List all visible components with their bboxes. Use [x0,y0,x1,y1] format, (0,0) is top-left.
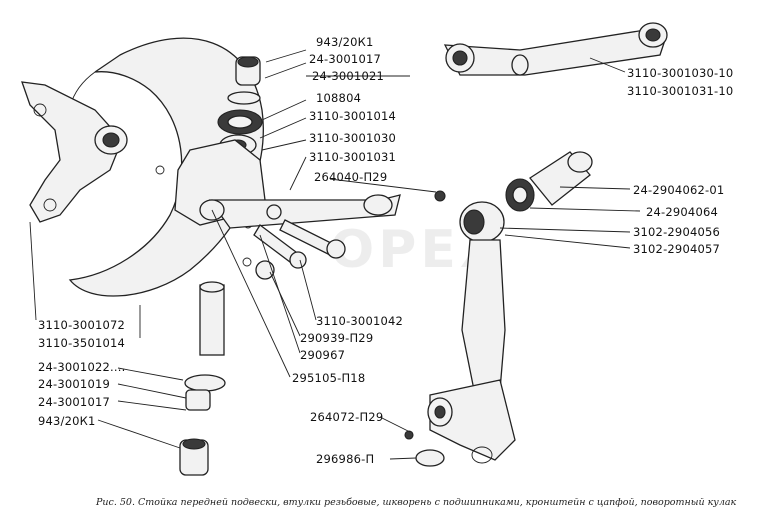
label-24-3001017-bottom: 24-3001017 [38,395,110,409]
label-943-20k1-top: 943/20К1 [316,35,374,49]
label-108804: 108804 [316,91,362,105]
threaded-bush [505,151,593,212]
label-3110-3001030-10: 3110-3001030-10 [627,66,734,80]
suspension-pillar [427,201,516,464]
king-pin [179,281,226,476]
grease-fitting-top [434,190,446,202]
label-290967: 290967 [300,348,346,362]
label-3102-2904056: 3102-2904056 [633,225,721,239]
label-3102-2904057: 3102-2904057 [633,242,721,256]
label-24-3001017-top: 24-3001017 [309,52,381,66]
plug-disc [415,449,445,467]
label-24-3001022: 24-3001022.... [38,360,126,374]
label-290939-p29: 290939-П29 [300,331,374,345]
steering-knuckle [21,81,128,223]
figure-caption: Рис. 50. Стойка передней подвески, втулк… [96,497,737,508]
label-295105-p18: 295105-П18 [292,371,366,385]
label-24-2904062-01: 24-2904062-01 [633,183,725,197]
label-24-2904064: 24-2904064 [646,205,718,219]
label-3110-3501014: 3110-3501014 [38,336,126,350]
label-296986-p: 296986-П [316,452,375,466]
label-3110-3001031: 3110-3001031 [309,150,397,164]
label-3110-3001030: 3110-3001030 [309,131,397,145]
bolts [253,204,346,280]
grease-fitting-bottom [404,430,414,440]
label-264040-p29: 264040-П29 [314,170,388,184]
label-24-3001019: 24-3001019 [38,377,110,391]
leader-lines [29,49,641,460]
label-3110-3001014: 3110-3001014 [309,109,397,123]
label-3110-3001042: 3110-3001042 [316,314,404,328]
label-24-3001021: 24-3001021 [312,69,384,83]
label-264072-p29: 264072-П29 [310,410,384,424]
upper-arm [443,22,668,76]
label-943-20k1-bottom: 943/20К1 [38,414,96,428]
label-3110-3001072: 3110-3001072 [38,318,126,332]
label-3110-3001031-10: 3110-3001031-10 [627,84,734,98]
